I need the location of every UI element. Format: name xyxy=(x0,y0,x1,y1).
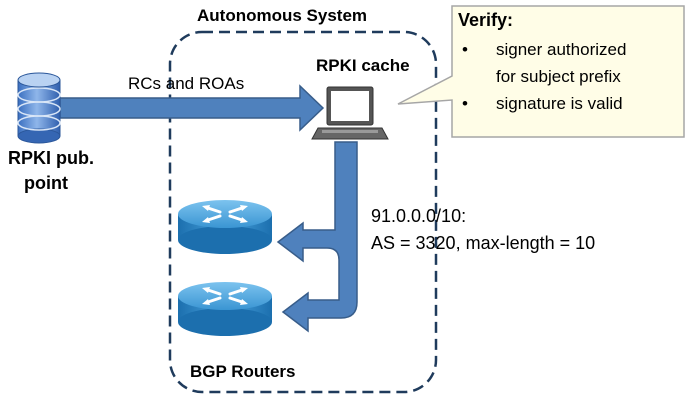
verify-title: Verify: xyxy=(458,10,514,30)
autonomous-system-boundary xyxy=(168,30,438,394)
pub-point-label-line2: point xyxy=(24,173,68,193)
laptop-icon xyxy=(311,86,389,140)
verify-item: signature is valid xyxy=(458,90,626,117)
verify-item-line2: for subject prefix xyxy=(496,67,621,86)
verify-item-line1: signature is valid xyxy=(496,94,623,113)
roa-details: AS = 3320, max-length = 10 xyxy=(371,233,596,253)
verify-item: signer authorized for subject prefix xyxy=(458,36,626,90)
cache-label: RPKI cache xyxy=(316,56,410,75)
router-icon xyxy=(178,200,272,254)
rcs-roas-arrow xyxy=(59,84,325,132)
router-icon xyxy=(178,282,272,336)
database-icon xyxy=(17,72,61,144)
autonomous-system-label: Autonomous System xyxy=(197,6,368,25)
flow-label: RCs and ROAs xyxy=(128,74,245,93)
verify-item-line1: signer authorized xyxy=(496,40,627,59)
routers-label: BGP Routers xyxy=(190,362,296,381)
distribution-arrow xyxy=(276,141,358,333)
verify-list: signer authorized for subject prefix sig… xyxy=(458,36,626,117)
pub-point-label-line1: RPKI pub. xyxy=(8,148,94,168)
roa-prefix: 91.0.0.0/10: xyxy=(371,206,467,226)
